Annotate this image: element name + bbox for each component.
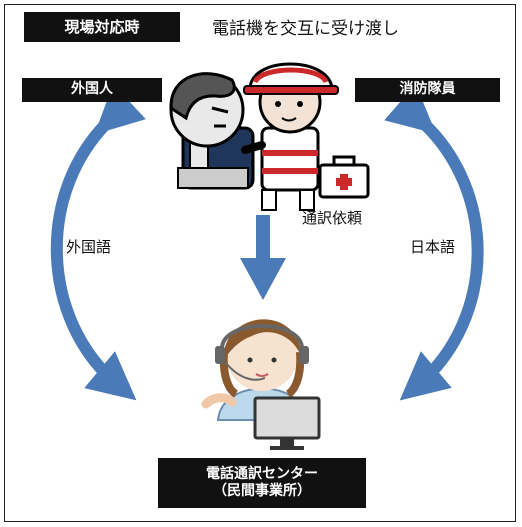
foreigner-figure: [169, 72, 255, 190]
left-double-arrow: [50, 84, 146, 401]
scene-caption: 電話機を交互に受け渡し: [212, 19, 399, 39]
firefighter-figure: [241, 62, 339, 211]
center-down-arrow: [240, 215, 286, 300]
left-language-label: 外国語: [66, 238, 112, 256]
right-double-arrow: [384, 84, 484, 401]
foreigner-label: 外国人: [22, 78, 162, 102]
monitor-icon: [253, 396, 321, 450]
right-language-label: 日本語: [410, 238, 456, 256]
center-label-line1: 電話通訳センター: [206, 465, 318, 482]
interpretation-center-label: 電話通訳センター （民間事業所）: [158, 458, 366, 508]
scene-label: 現場対応時: [24, 12, 180, 42]
medical-bag-icon: [318, 155, 370, 199]
center-label-line2: （民間事業所）: [213, 483, 311, 499]
interpretation-request-label: 通訳依頼: [302, 209, 363, 227]
firefighter-label: 消防隊員: [355, 78, 500, 102]
